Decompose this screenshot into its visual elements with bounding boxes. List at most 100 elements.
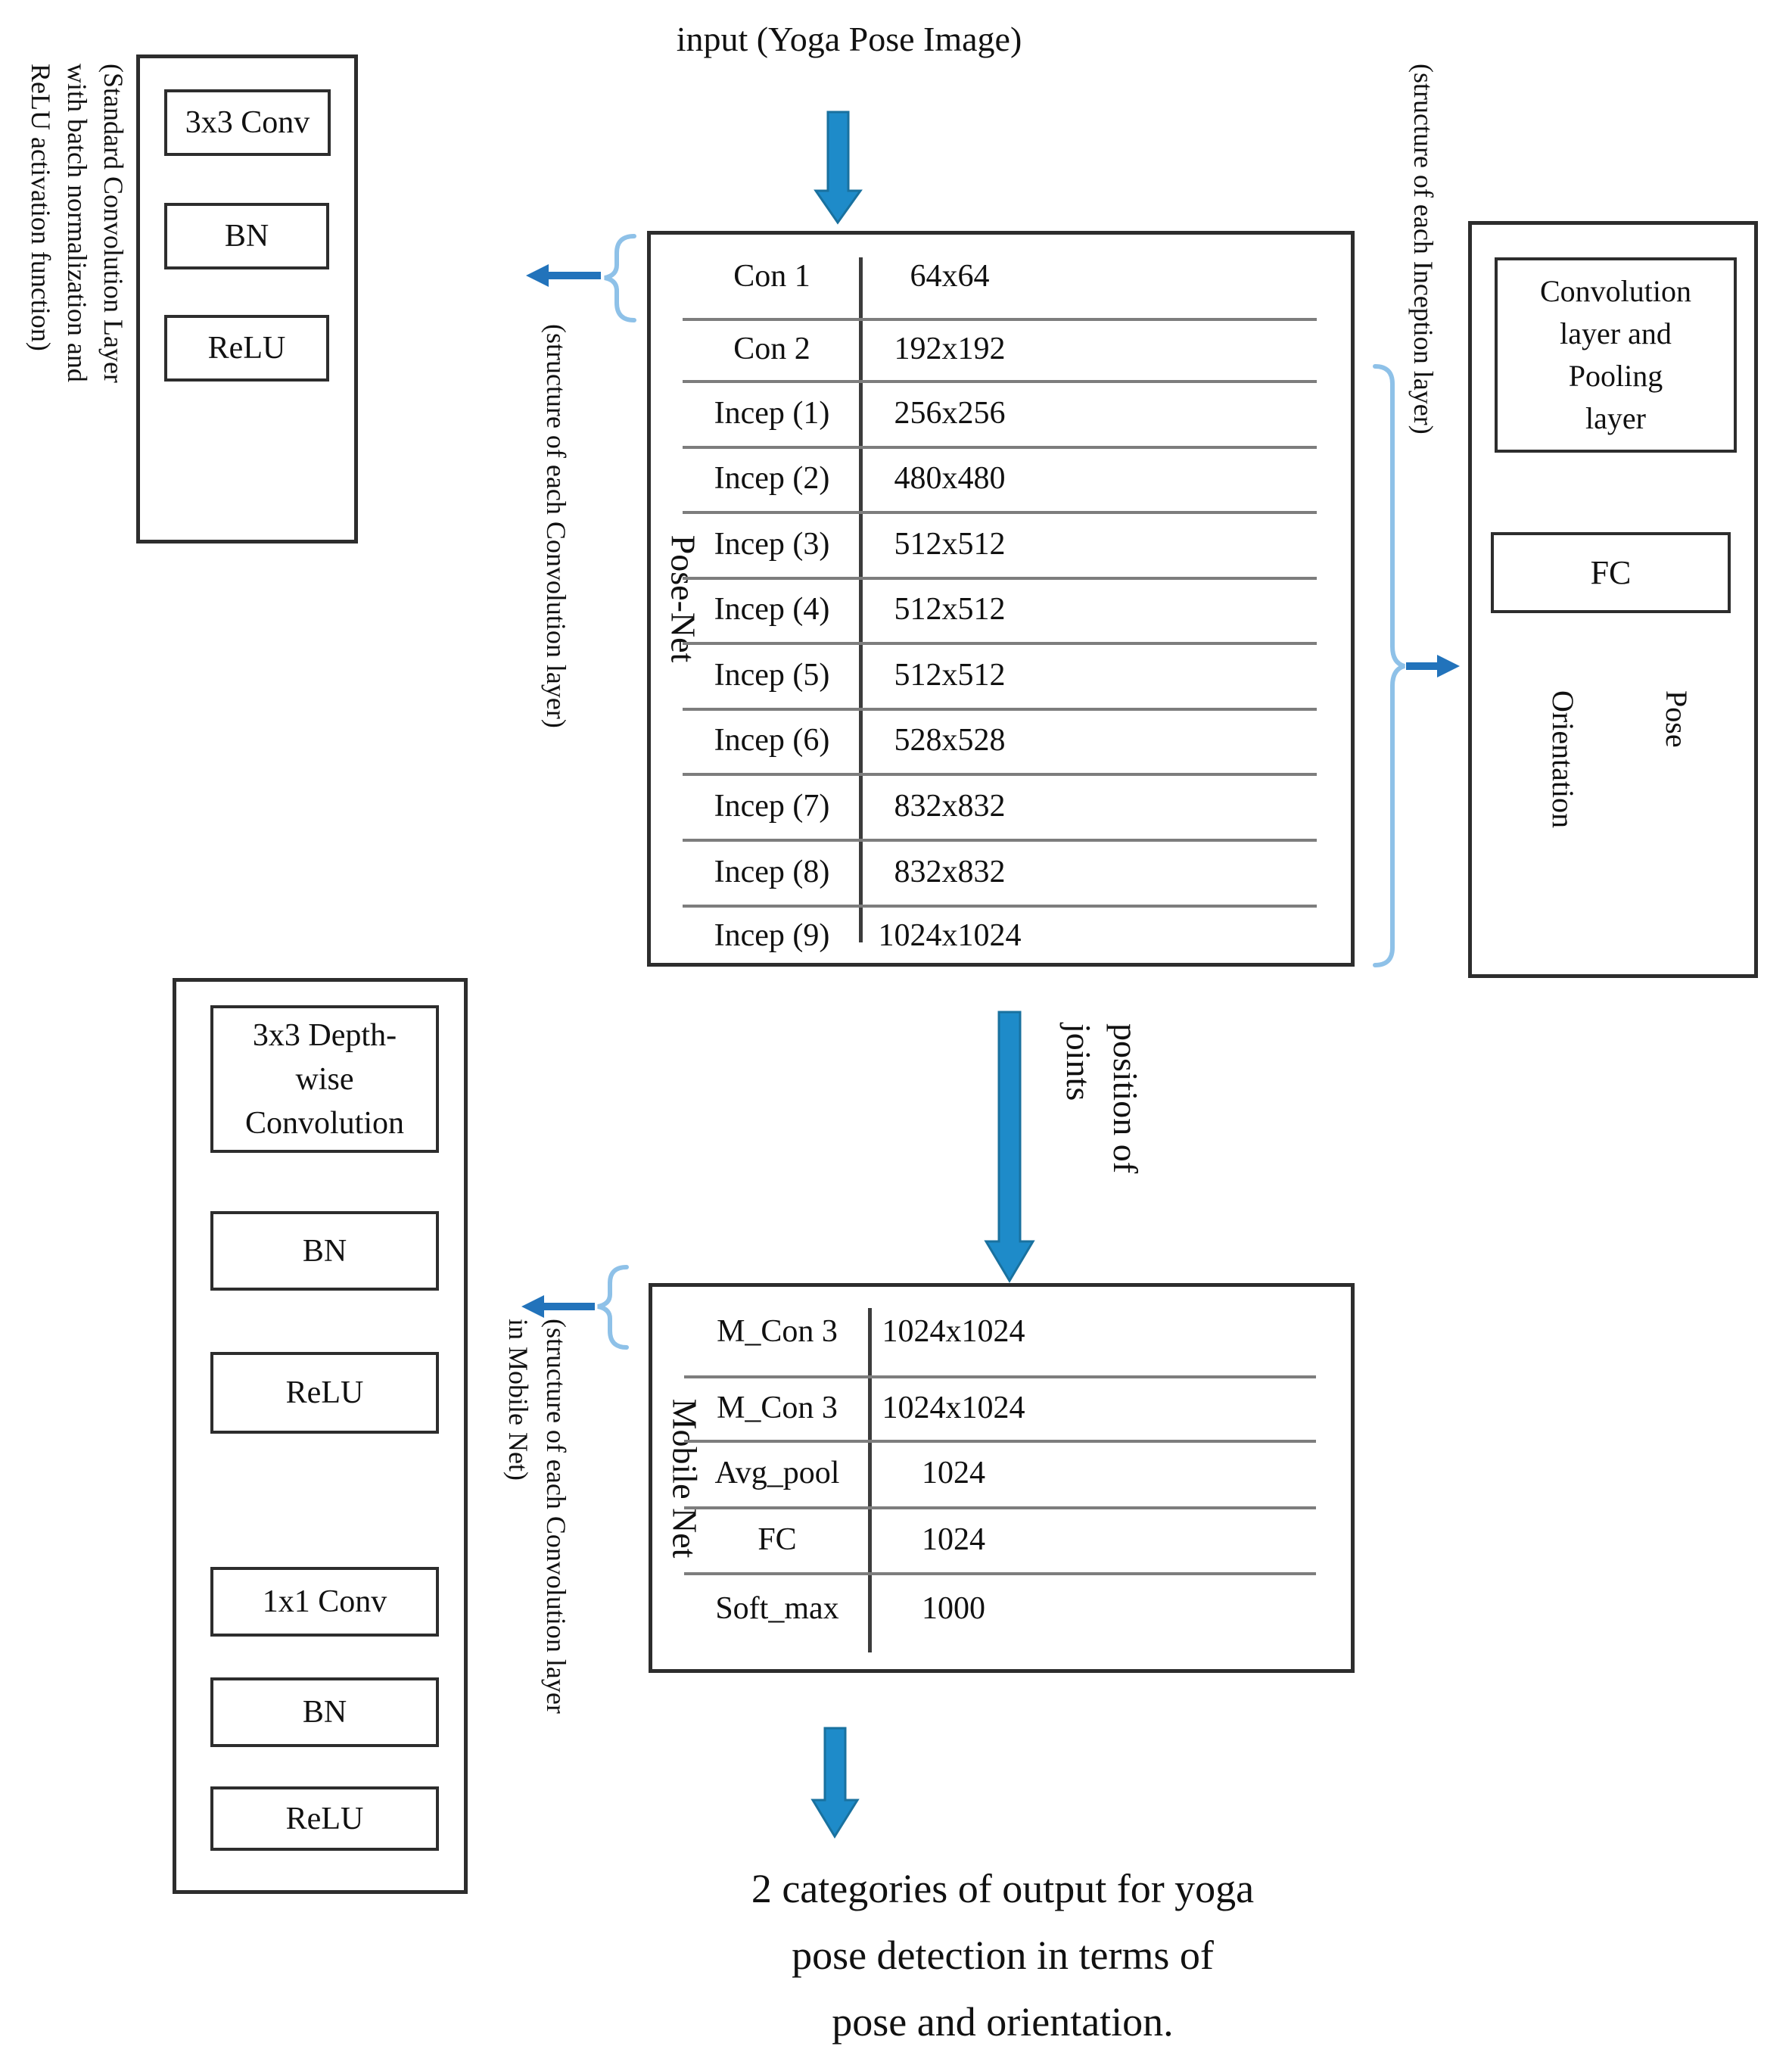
layer-name: Avg_pool: [714, 1456, 840, 1490]
dw-relu2-box: ReLU: [210, 1786, 439, 1851]
dw-relu2-label: ReLU: [285, 1801, 364, 1836]
posenet-table: Pose-Net Con 1 64x64 Con 2 192x192 Incep…: [647, 231, 1355, 967]
layer-size: 832x832: [894, 854, 1006, 889]
layer-size: 512x512: [894, 526, 1006, 562]
posenet-conv-caption: (structure of each Convolution layer): [541, 324, 571, 728]
posenet-rule: [683, 511, 1317, 514]
posenet-rule: [683, 380, 1317, 383]
posenet-rule: [683, 577, 1317, 580]
dw-bn-label: BN: [302, 1233, 347, 1269]
dw-bn2-label: BN: [302, 1695, 347, 1730]
layer-name: M_Con 3: [717, 1390, 838, 1425]
table-row: Con 2 192x192: [651, 318, 1351, 380]
posenet-rule: [683, 773, 1317, 776]
layer-size: 1024x1024: [878, 918, 1022, 953]
layer-name: FC: [758, 1521, 797, 1557]
position-of-joints-down-arrow-icon: [984, 1011, 1035, 1283]
table-row: Incep (9) 1024x1024: [651, 905, 1351, 967]
inception-caption: (structure of each Inception layer): [1408, 64, 1439, 434]
table-row: M_Con 3 1024x1024: [652, 1287, 1351, 1375]
posenet-divider: [859, 257, 863, 942]
layer-name: Soft_max: [715, 1590, 839, 1626]
layer-size: 64x64: [910, 259, 990, 294]
mobilenet-rule: [684, 1440, 1316, 1443]
orientation-output-label: Orientation: [1546, 690, 1580, 829]
table-row: Incep (3) 512x512: [651, 511, 1351, 577]
posenet-rule: [683, 446, 1317, 449]
table-row: Incep (6) 528x528: [651, 708, 1351, 773]
layer-size: 832x832: [894, 788, 1006, 824]
mobilenet-divider: [868, 1308, 872, 1652]
table-row: Incep (4) 512x512: [651, 577, 1351, 642]
posenet-name: Pose-Net: [664, 534, 703, 663]
std-conv-bn-box: BN: [164, 203, 329, 269]
layer-size: 1024: [922, 1456, 985, 1490]
layer-name: Incep (2): [714, 461, 830, 496]
layer-size: 1024x1024: [882, 1390, 1025, 1425]
dw-1x1-label: 1x1 Conv: [262, 1584, 387, 1619]
fc-box: FC: [1491, 532, 1731, 613]
pose-output-label: Pose: [1660, 690, 1694, 748]
posenet-rule: [683, 318, 1317, 321]
layer-size: 256x256: [894, 395, 1006, 431]
dw-conv-label: 3x3 Depth- wise Convolution: [244, 1017, 405, 1141]
fc-label: FC: [1590, 554, 1632, 591]
figure-title-text: input (Yoga Pose Image): [676, 19, 1022, 58]
dw-1x1-box: 1x1 Conv: [210, 1567, 439, 1637]
layer-name: Incep (5): [714, 657, 830, 693]
layer-name: Incep (8): [714, 854, 830, 889]
dw-relu-label: ReLU: [285, 1375, 364, 1410]
std-conv-3x3-box: 3x3 Conv: [164, 89, 331, 156]
layer-size: 1024: [922, 1521, 985, 1557]
output-caption-text: 2 categories of output for yoga pose det…: [751, 1866, 1255, 2045]
table-row: FC 1024: [652, 1506, 1351, 1572]
dw-bn2-box: BN: [210, 1677, 439, 1747]
position-of-joints-label: position of joints: [1059, 1023, 1145, 1174]
layer-name: Con 1: [733, 259, 810, 294]
table-row: Avg_pool 1024: [652, 1440, 1351, 1506]
layer-size: 512x512: [894, 592, 1006, 627]
layer-size: 1000: [922, 1590, 985, 1626]
layer-size: 480x480: [894, 461, 1006, 496]
std-conv-bn-label: BN: [224, 219, 269, 254]
layer-name: Incep (3): [714, 526, 830, 562]
std-conv-3x3-label: 3x3 Conv: [185, 105, 310, 140]
mobilenet-conv-caption: (structure of each Convolution layer in …: [503, 1319, 571, 1714]
layer-name: Con 2: [733, 332, 810, 366]
posenet-incep-brace-icon: [1373, 364, 1405, 967]
table-row: Incep (2) 480x480: [651, 446, 1351, 511]
dw-conv-box: 3x3 Depth- wise Convolution: [210, 1005, 439, 1153]
posenet-conv-brace-icon: [604, 234, 636, 322]
table-row: Soft_max 1000: [652, 1572, 1351, 1644]
layer-size: 1024x1024: [882, 1313, 1025, 1349]
dw-bn-box: BN: [210, 1211, 439, 1291]
layer-name: Incep (6): [714, 723, 830, 758]
layer-size: 192x192: [894, 332, 1006, 366]
layer-name: Incep (9): [714, 918, 830, 953]
conv-pool-box: Convolution layer and Pooling layer: [1495, 257, 1737, 453]
table-row: Incep (7) 832x832: [651, 773, 1351, 839]
input-down-arrow-icon: [814, 111, 863, 225]
mobilenet-name: Mobile Net: [665, 1398, 705, 1558]
dw-relu-box: ReLU: [210, 1352, 439, 1434]
layer-size: 528x528: [894, 723, 1006, 758]
output-caption: 2 categories of output for yoga pose det…: [685, 1853, 1321, 2057]
table-row: Incep (1) 256x256: [651, 380, 1351, 446]
posenet-rule: [683, 905, 1317, 908]
posenet-rule: [683, 839, 1317, 842]
posenet-rule: [683, 642, 1317, 645]
std-conv-caption: (Standard Convolution Layer with batch n…: [26, 64, 129, 383]
conv-pool-label: Convolution layer and Pooling layer: [1539, 274, 1692, 435]
output-down-arrow-icon: [810, 1727, 860, 1839]
posenet-rule: [683, 708, 1317, 711]
layer-name: Incep (1): [714, 395, 830, 431]
mobilenet-rule: [684, 1375, 1316, 1378]
mobilenet-table: Mobile Net M_Con 3 1024x1024 M_Con 3 102…: [649, 1283, 1355, 1673]
layer-name: Incep (4): [714, 592, 830, 627]
table-row: M_Con 3 1024x1024: [652, 1375, 1351, 1440]
figure-title: input (Yoga Pose Image): [592, 11, 1106, 67]
mobilenet-rule: [684, 1506, 1316, 1509]
std-conv-relu-label: ReLU: [207, 331, 286, 366]
table-row: Con 1 64x64: [651, 235, 1351, 318]
